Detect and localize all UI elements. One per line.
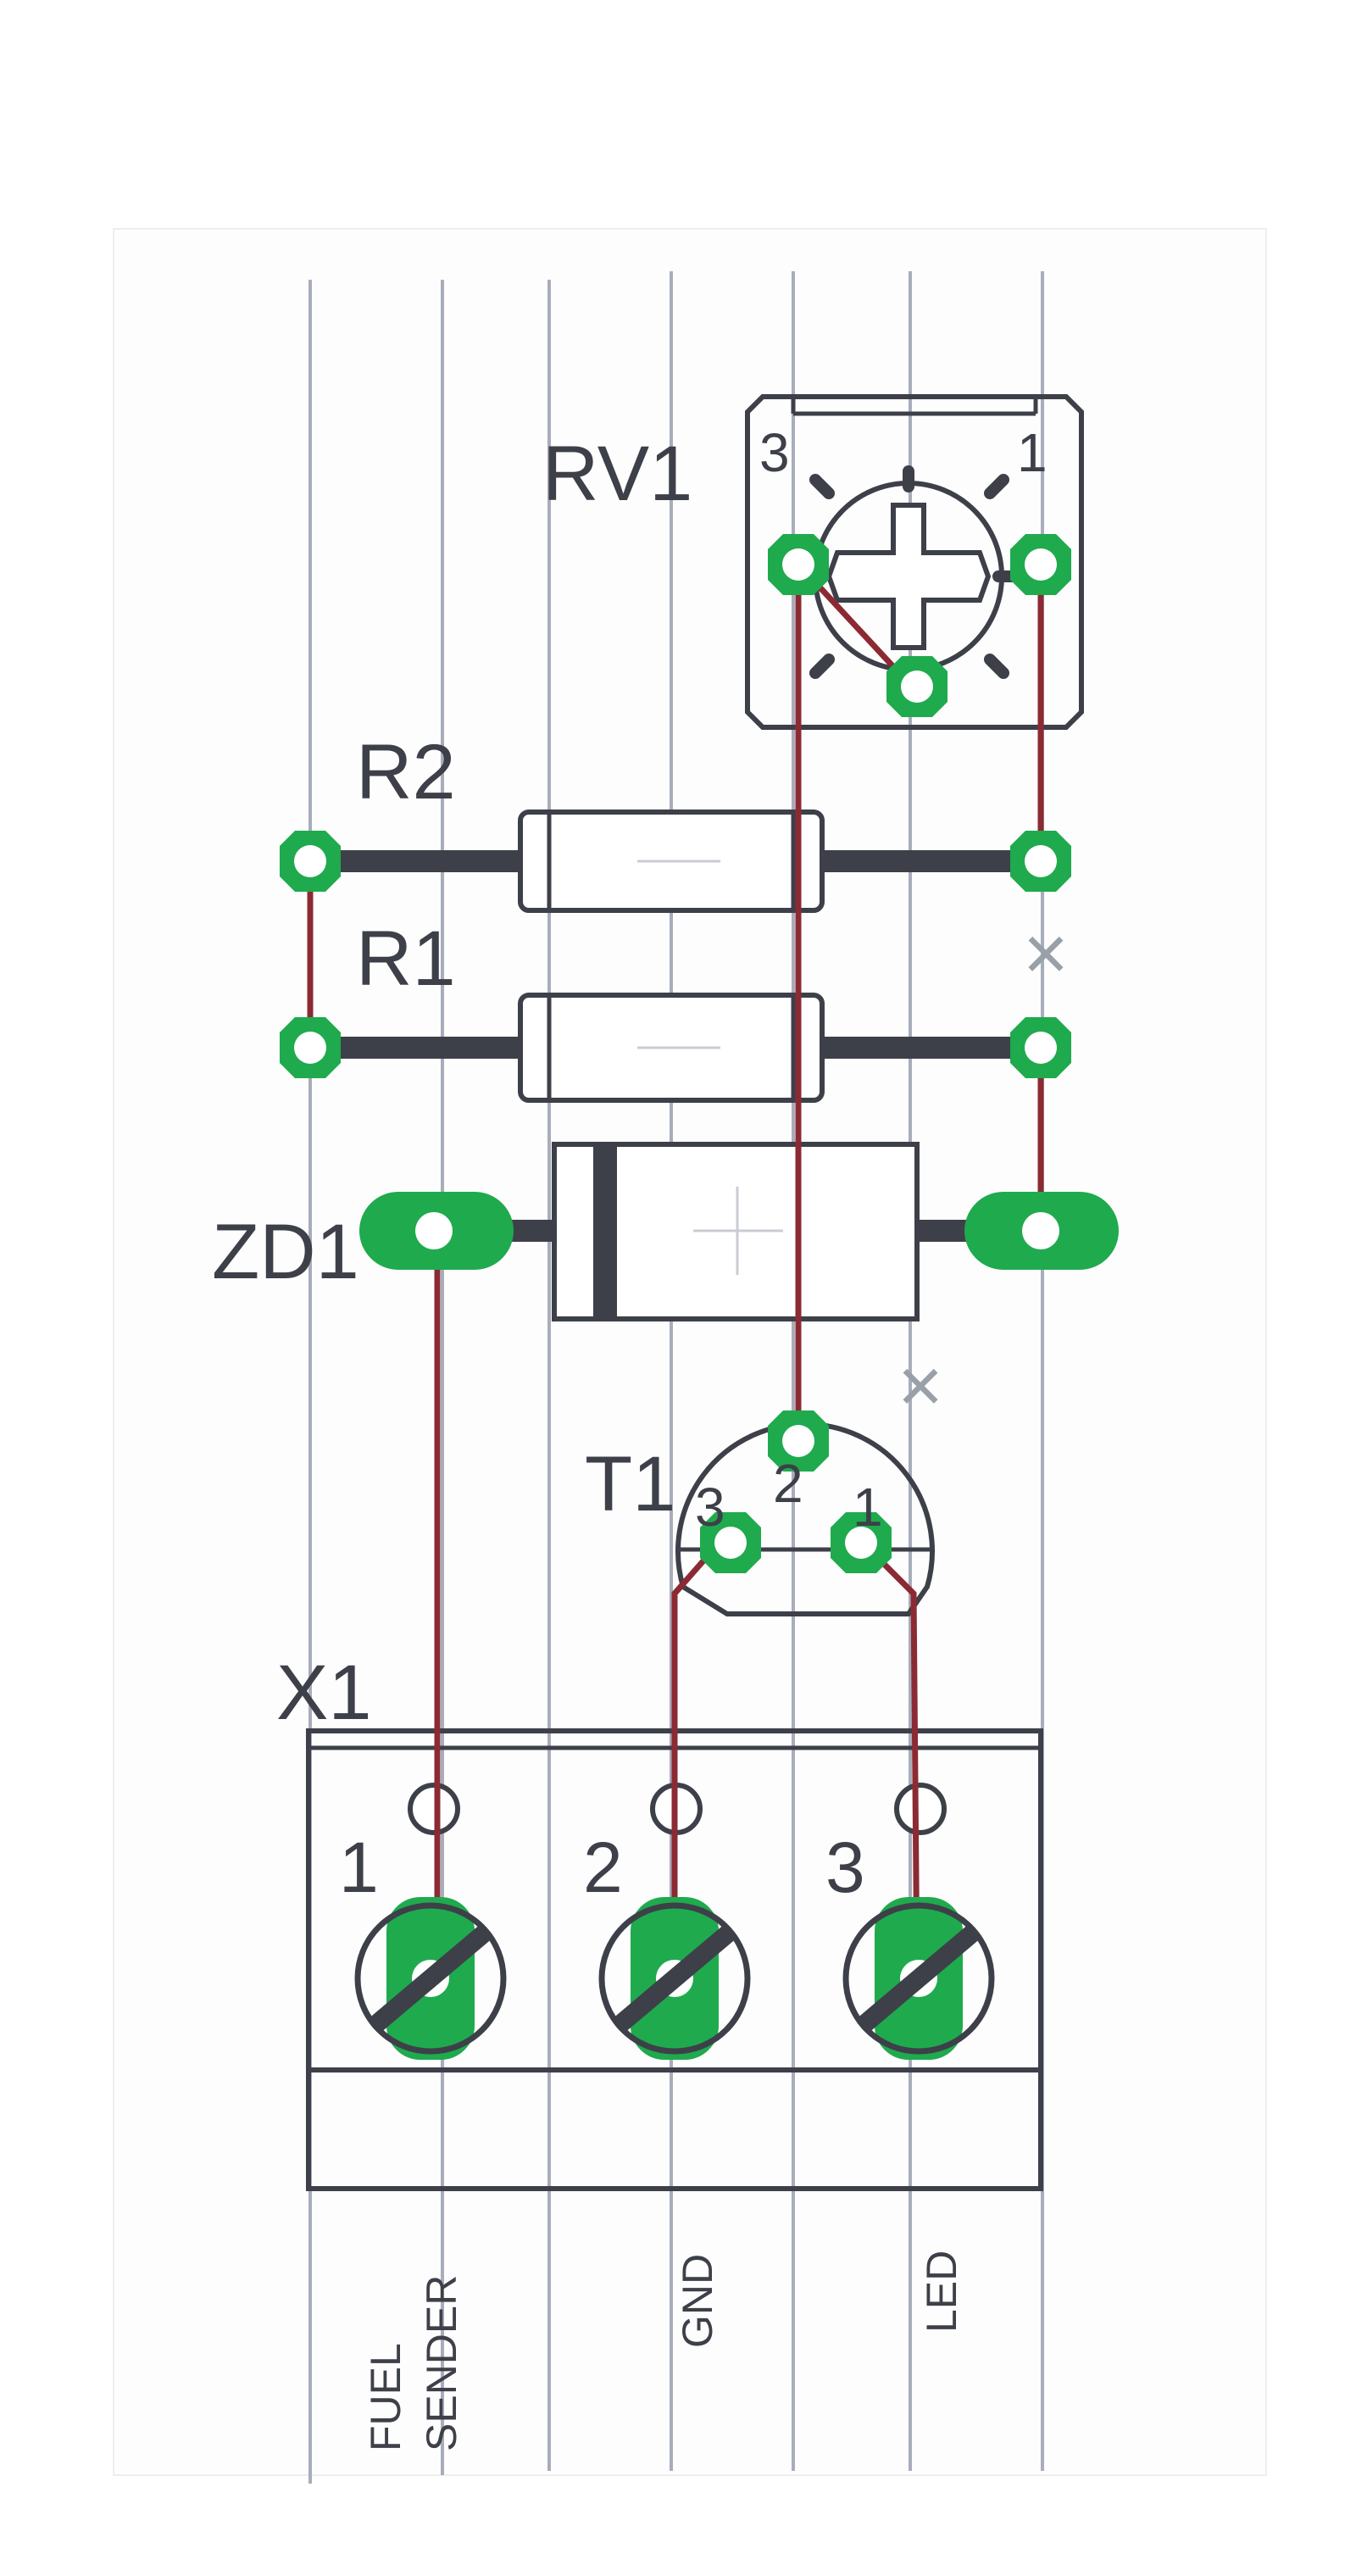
x1-pin1-label: 1 bbox=[339, 1828, 379, 1907]
pad-t1-pin3 bbox=[700, 1512, 761, 1573]
rv1-tick-bl bbox=[809, 654, 835, 679]
pad-t1-pin1 bbox=[831, 1512, 892, 1573]
pad-r1-right bbox=[1010, 1017, 1071, 1078]
x1-label: X1 bbox=[276, 1650, 372, 1736]
pad-zd1-cathode bbox=[964, 1192, 1119, 1270]
pad-hole bbox=[901, 670, 933, 703]
net-label-gnd: GND bbox=[674, 2254, 721, 2348]
pads bbox=[280, 534, 1119, 1573]
r2-label: R2 bbox=[356, 729, 456, 815]
r1-resistor bbox=[310, 993, 1042, 1103]
r1-label: R1 bbox=[356, 915, 456, 1002]
screw-slot bbox=[370, 1925, 492, 2032]
net-label-fuel: FUEL bbox=[362, 2343, 409, 2451]
screw-head bbox=[842, 1902, 995, 2055]
pad-hole bbox=[782, 1425, 814, 1457]
pad-r2-right bbox=[1010, 831, 1071, 892]
net-label-led: LED bbox=[918, 2251, 965, 2333]
pad-hole bbox=[714, 1527, 747, 1559]
zd1-cathode-band bbox=[593, 1144, 617, 1319]
t1-label: T1 bbox=[585, 1441, 675, 1527]
screw-slot bbox=[614, 1925, 736, 2032]
pad-hole bbox=[782, 548, 814, 581]
rv1-pin3-label: 3 bbox=[759, 422, 790, 483]
x1-pin2-label: 2 bbox=[583, 1828, 623, 1907]
pad-hole bbox=[845, 1527, 877, 1559]
rv1-tick-br bbox=[984, 654, 1009, 679]
rv1-tick-tr bbox=[984, 474, 1009, 499]
paper-sheet bbox=[113, 228, 1267, 2476]
r2-resistor bbox=[310, 810, 1042, 913]
pad-hole bbox=[1025, 1032, 1057, 1064]
x1-screw-3 bbox=[842, 1897, 995, 2060]
cut-mark-r1: × bbox=[1023, 910, 1069, 997]
pad-r2-left bbox=[280, 831, 341, 892]
pad-hole bbox=[415, 1212, 453, 1249]
zd1-zener-diode bbox=[434, 1142, 1042, 1321]
rv1-outline bbox=[745, 394, 1084, 730]
x1-screw-2 bbox=[598, 1897, 751, 2060]
x1-screw-1 bbox=[354, 1897, 507, 2060]
cut-mark-t1: × bbox=[898, 1343, 943, 1429]
rv1-label: RV1 bbox=[542, 431, 692, 517]
x1-wire-hole-1 bbox=[408, 1783, 460, 1835]
pad-hole bbox=[1025, 548, 1057, 581]
pad-rv1-wiper bbox=[886, 656, 948, 717]
screw-slot bbox=[858, 1925, 980, 2032]
x1-wire-hole-3 bbox=[894, 1783, 947, 1835]
pad-rv1-pin3 bbox=[768, 534, 829, 595]
screw-head bbox=[598, 1902, 751, 2055]
pad-zd1-anode bbox=[359, 1192, 514, 1270]
x1-pin3-label: 3 bbox=[825, 1828, 865, 1907]
pad-hole bbox=[294, 845, 326, 877]
rv1-cross-slot bbox=[825, 503, 992, 650]
pad-rv1-pin1 bbox=[1010, 534, 1071, 595]
rv1-tick-tl bbox=[809, 474, 835, 499]
pad-hole bbox=[1022, 1212, 1059, 1249]
zd1-label: ZD1 bbox=[212, 1209, 359, 1295]
t1-pin2-label: 2 bbox=[773, 1453, 803, 1514]
pad-hole bbox=[294, 1032, 326, 1064]
net-label-sender: SENDER bbox=[418, 2275, 465, 2451]
pad-r1-left bbox=[280, 1017, 341, 1078]
x1-screws bbox=[354, 1897, 995, 2060]
pad-t1-pin2 bbox=[768, 1410, 829, 1472]
rv1-pin1-label: 1 bbox=[1017, 422, 1048, 483]
t1-pin1-label: 1 bbox=[853, 1477, 883, 1538]
pad-hole bbox=[1025, 845, 1057, 877]
screw-head bbox=[354, 1902, 507, 2055]
t1-pin3-label: 3 bbox=[695, 1477, 725, 1538]
